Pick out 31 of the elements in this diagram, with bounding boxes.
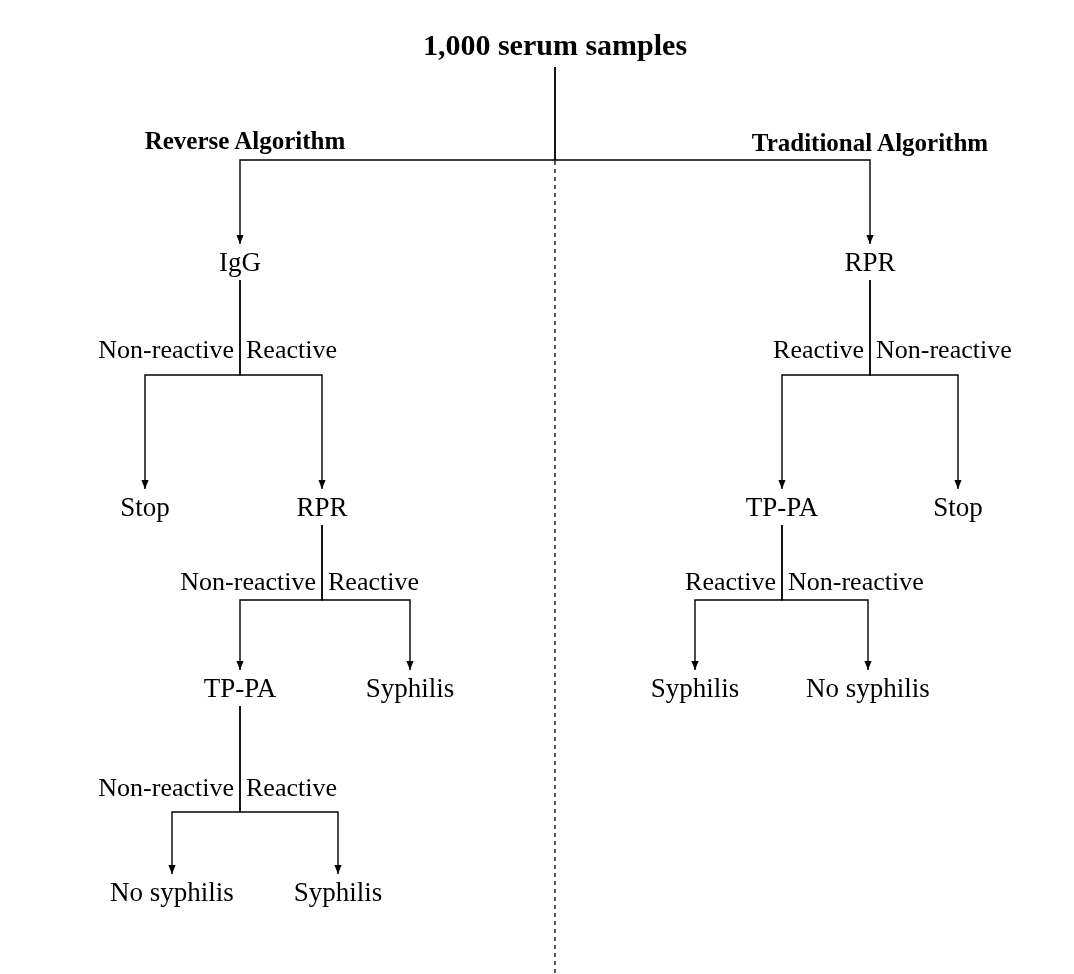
root-label: 1,000 serum samples [422,30,688,60]
edge-label: Reactive [246,337,337,363]
step-label: Stop [933,493,983,521]
edge-label: Reactive [328,569,419,595]
arrow [239,279,326,490]
step-label: RPR [844,248,896,276]
branch-heading: Reverse Algorithm [144,127,346,153]
step-label: Syphilis [650,674,740,702]
edge-label: Non-reactive [180,569,316,595]
arrow [554,66,874,245]
edge-label: Non-reactive [876,337,1012,363]
step-label: TP-PA [203,674,277,702]
step-label: IgG [219,248,261,276]
edge-label: Reactive [773,337,864,363]
arrow [781,524,872,671]
edge-label: Non-reactive [98,337,234,363]
step-label: No syphilis [110,878,234,906]
step-label: TP-PA [745,493,819,521]
arrow [321,524,414,671]
step-label: Stop [120,493,170,521]
edge-label: Non-reactive [98,775,234,801]
arrow [239,705,342,875]
edge-label: Reactive [685,569,776,595]
edge-label: Reactive [246,775,337,801]
branch-heading: Traditional Algorithm [751,129,989,155]
step-label: Syphilis [365,674,455,702]
step-label: RPR [296,493,348,521]
arrow [869,279,962,490]
step-label: No syphilis [806,674,930,702]
edge-label: Non-reactive [788,569,924,595]
step-label: Syphilis [293,878,383,906]
